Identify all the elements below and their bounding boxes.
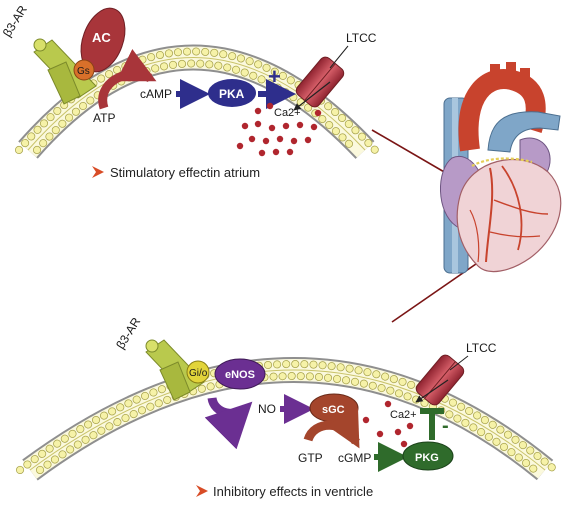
caption-bottom: Inhibitory effects in ventricle	[213, 484, 373, 499]
gtp-to-cgmp-arrow	[303, 408, 360, 449]
calcium-influx-arrow-bottom	[415, 379, 449, 403]
beta3-ar-receptor-bottom	[145, 339, 205, 401]
ltcc-channel-top	[295, 56, 345, 108]
sgc-label: sGC	[322, 404, 345, 416]
beta3-ar-receptor-top	[33, 38, 97, 105]
caption-marker-bottom	[196, 485, 208, 497]
ltcc-label-bottom: LTCC	[466, 341, 497, 355]
no-label: NO	[258, 402, 276, 416]
ltcc-label-top: LTCC	[346, 31, 377, 45]
camp-label: cAMP	[140, 87, 172, 101]
gs-label: Gs	[77, 66, 90, 77]
calcium-label-top: Ca2+	[274, 107, 301, 119]
calcium-ions-top	[236, 102, 322, 157]
top-receptor-label: β3-AR	[0, 3, 30, 40]
pka-enzyme	[208, 79, 256, 107]
bottom-receptor-label: β3-AR	[113, 315, 143, 352]
bottom-membrane	[16, 357, 559, 481]
caption-marker-top	[92, 166, 104, 178]
minus-sign: -	[442, 415, 449, 437]
calcium-label-bottom: Ca2+	[390, 409, 417, 421]
gs-protein	[73, 59, 95, 81]
ac-label: AC	[92, 30, 111, 45]
enos-enzyme	[214, 358, 266, 390]
enos-label: eNOS	[225, 369, 255, 381]
plus-sign: +	[268, 64, 281, 89]
enos-to-no-arrow	[204, 396, 253, 450]
pkg-enzyme	[402, 441, 454, 471]
ltcc-pointer-top	[329, 45, 349, 69]
atp-label: ATP	[93, 111, 115, 125]
calcium-ions-bottom	[362, 400, 414, 448]
atp-to-camp-arrow	[98, 49, 157, 110]
gio-label: Gi/o	[189, 368, 208, 379]
calcium-influx-arrow-top	[293, 81, 331, 111]
ltcc-pointer-bottom	[449, 355, 469, 371]
heart-illustration	[440, 62, 562, 274]
pkg-label: PKG	[415, 452, 439, 464]
caption-top: Stimulatory effectin atrium	[110, 165, 260, 180]
cgmp-label: cGMP	[338, 451, 371, 465]
gio-protein	[186, 360, 210, 384]
gtp-label: GTP	[298, 451, 323, 465]
pka-label: PKA	[219, 87, 245, 101]
